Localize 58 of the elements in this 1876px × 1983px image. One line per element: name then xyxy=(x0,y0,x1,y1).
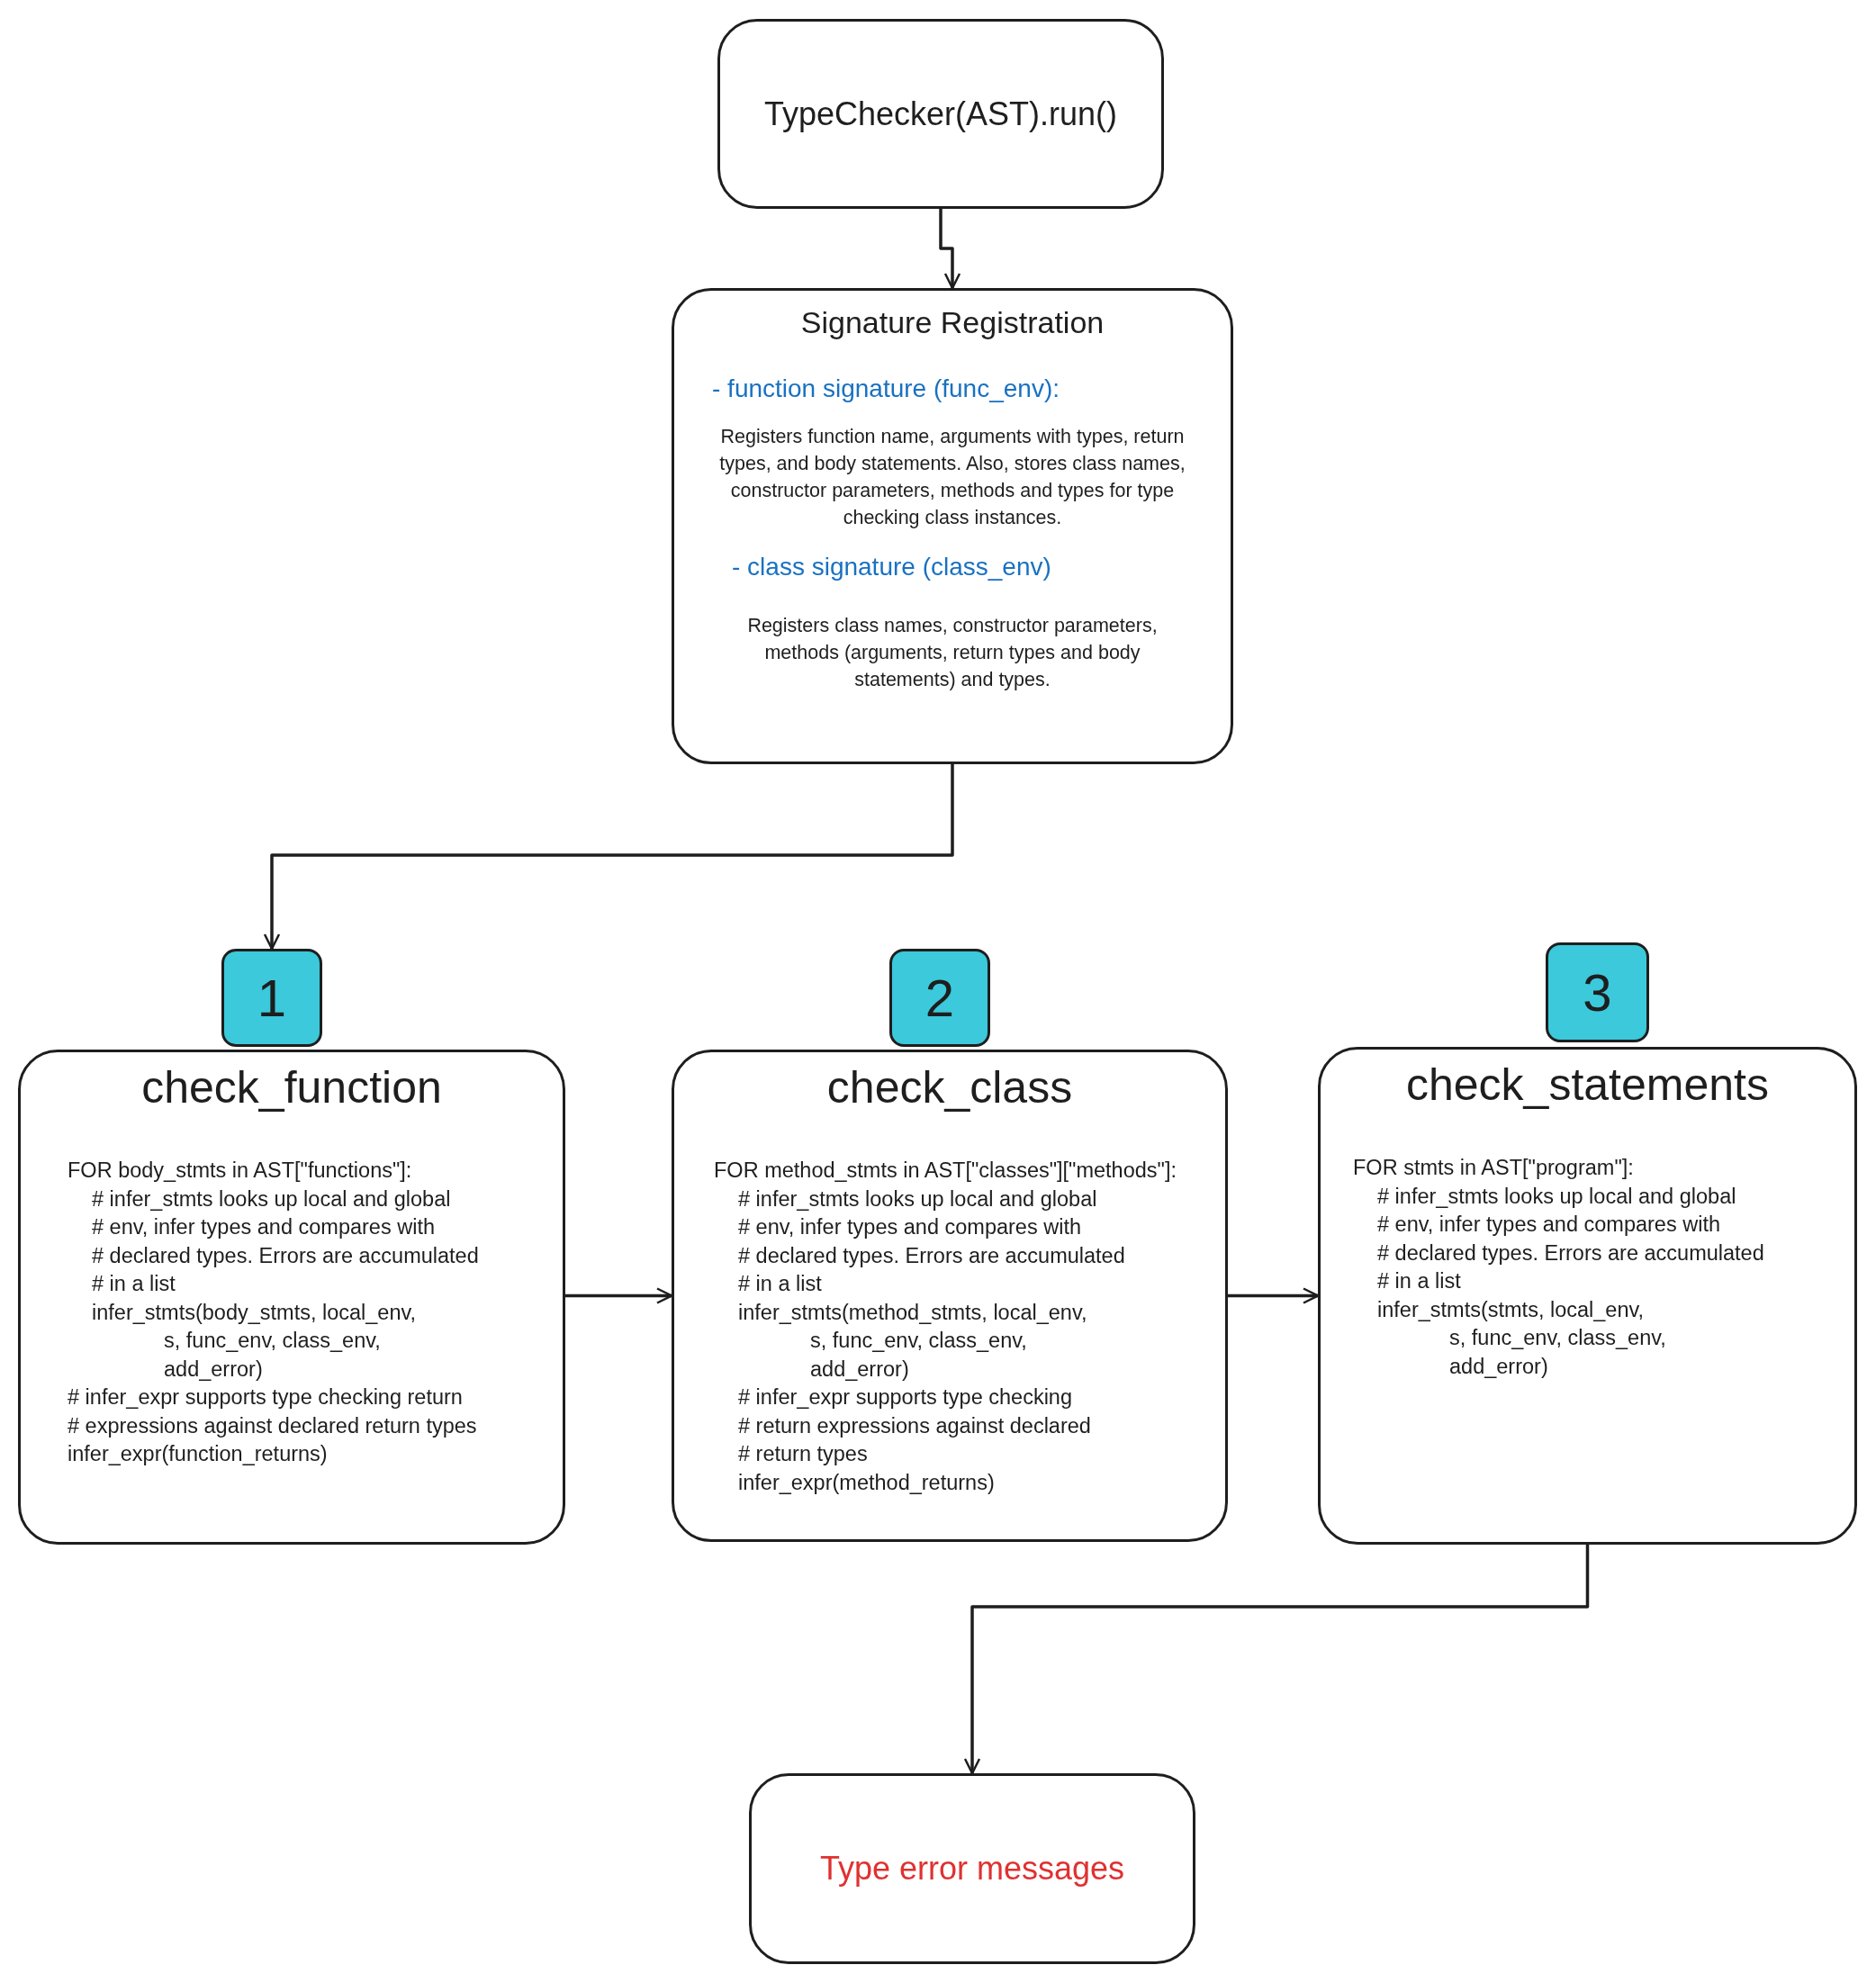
process-box xyxy=(672,1050,1228,1542)
code-line: s, func_env, class_env, xyxy=(1448,1325,1666,1351)
node-label: TypeChecker(AST).run() xyxy=(763,95,1118,133)
code-comment: # return types xyxy=(737,1441,868,1467)
step-number: 3 xyxy=(1583,962,1612,1023)
code-comment: # infer_expr supports type checking xyxy=(737,1384,1072,1411)
process-box xyxy=(18,1050,565,1545)
process-box xyxy=(1318,1047,1857,1545)
code-comment: # infer_stmts looks up local and global xyxy=(737,1185,1097,1212)
step-badge xyxy=(1546,942,1649,1042)
code-comment: # env, infer types and compares with xyxy=(737,1214,1081,1240)
code-line: infer_expr(function_returns) xyxy=(67,1441,328,1467)
step-number: 1 xyxy=(257,968,287,1028)
code-comment: # declared types. Errors are accumulated xyxy=(1376,1239,1764,1266)
code-comment: # infer_stmts looks up local and global xyxy=(91,1185,451,1212)
code-line: infer_expr(method_returns) xyxy=(737,1469,995,1496)
step-number: 2 xyxy=(924,968,955,1028)
section-heading: - class signature (class_env) xyxy=(731,553,1052,581)
code-comment: # in a list xyxy=(1376,1268,1461,1294)
section-heading: - function signature (func_env): xyxy=(711,374,1060,403)
code-comment: # env, infer types and compares with xyxy=(1376,1212,1720,1238)
code-line: s, func_env, class_env, xyxy=(163,1328,381,1354)
code-comment: # infer_stmts looks up local and global xyxy=(1376,1183,1736,1210)
code-line: FOR body_stmts in AST["functions"]: xyxy=(67,1158,412,1184)
code-line: infer_stmts(body_stmts, local_env, xyxy=(91,1299,417,1326)
code-line: s, func_env, class_env, xyxy=(809,1328,1027,1354)
node-label: Type error messages xyxy=(819,1850,1125,1888)
step-badge xyxy=(221,949,322,1047)
step-badge xyxy=(889,949,990,1047)
code-comment: # declared types. Errors are accumulated xyxy=(737,1242,1125,1269)
code-comment: # return expressions against declared xyxy=(737,1412,1091,1439)
process-box xyxy=(749,1773,1195,1964)
description-text: Registers class names, constructor parameters, methods (arguments, return types and body statements) and types. xyxy=(746,614,1159,692)
code-comment: # infer_expr supports type checking return xyxy=(67,1384,463,1411)
arrow xyxy=(1228,1287,1320,1304)
box-heading: check_class xyxy=(825,1061,1074,1113)
code-comment: # in a list xyxy=(91,1271,176,1297)
box-heading: check_function xyxy=(140,1061,443,1113)
description-text: Registers function name, arguments with types, return types, and body statements. Also, stores class names, constructor parameters, methods and types for type checking class instances. xyxy=(718,425,1186,530)
arrow xyxy=(263,764,954,951)
code-comment: # expressions against declared return types xyxy=(67,1412,477,1439)
code-comment: # declared types. Errors are accumulated xyxy=(91,1242,479,1269)
code-line: infer_stmts(method_stmts, local_env, xyxy=(737,1299,1087,1326)
arrow xyxy=(963,1545,1590,1775)
code-line: add_error) xyxy=(163,1356,263,1383)
code-line: infer_stmts(stmts, local_env, xyxy=(1376,1296,1644,1323)
arrow xyxy=(939,209,961,290)
code-line: add_error) xyxy=(809,1356,909,1383)
code-line: add_error) xyxy=(1448,1353,1548,1380)
arrow xyxy=(565,1287,673,1304)
code-line: FOR method_stmts in AST["classes"]["methods"]: xyxy=(713,1158,1177,1184)
code-comment: # env, infer types and compares with xyxy=(91,1214,435,1240)
code-line: FOR stmts in AST["program"]: xyxy=(1352,1155,1634,1181)
box-heading: check_statements xyxy=(1405,1059,1770,1111)
code-comment: # in a list xyxy=(737,1271,822,1297)
box-heading: Signature Registration xyxy=(799,305,1105,340)
process-box xyxy=(672,288,1233,764)
process-box xyxy=(717,19,1164,209)
